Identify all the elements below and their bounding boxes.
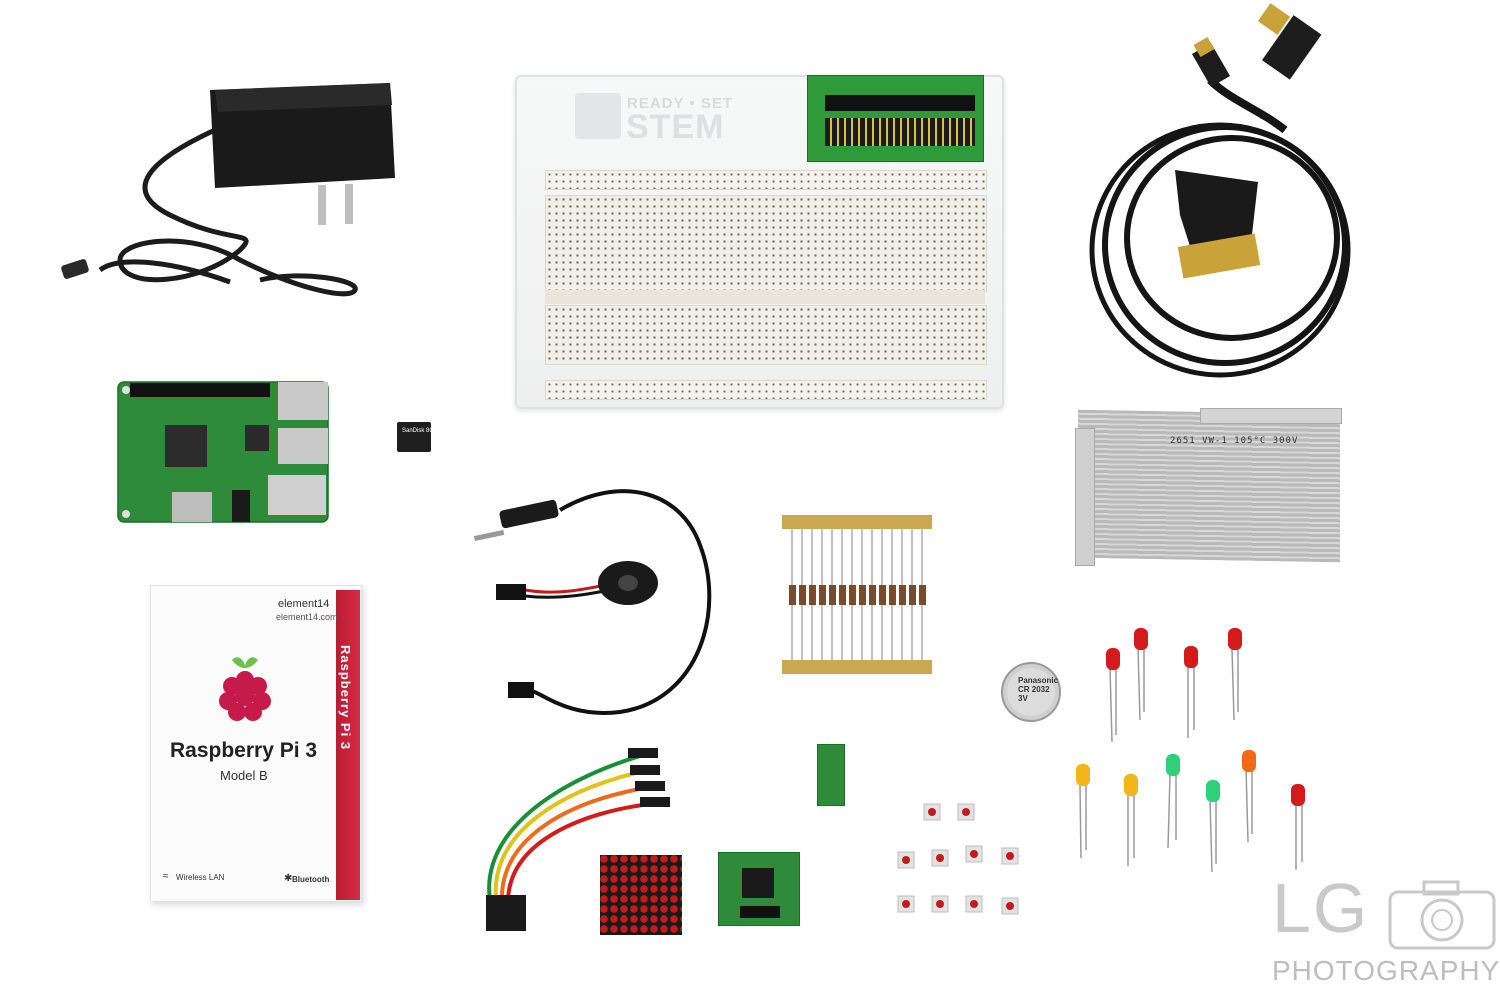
booklet-title: Raspberry Pi 3 xyxy=(170,739,318,762)
breadboard-rail-bottom xyxy=(545,380,987,400)
gpio-breakout-pins xyxy=(825,118,975,146)
booklet-bluetooth-label: Bluetooth xyxy=(292,875,330,884)
bluetooth-icon: ✱ xyxy=(284,873,293,884)
breadboard-half-top xyxy=(545,195,987,292)
stem-logo-box xyxy=(575,93,621,139)
booklet-model: Model B xyxy=(220,768,268,783)
led-driver-chip xyxy=(742,868,774,898)
ribbon-connector-top xyxy=(1200,408,1342,424)
breadboard-half-bottom xyxy=(545,305,987,365)
gpio-breakout-header xyxy=(825,95,975,111)
booklet-spine xyxy=(336,590,360,900)
booklet-spine-text: Raspberry Pi 3 xyxy=(338,645,353,751)
case-brand-top: READY • SET xyxy=(627,95,733,112)
booklet-brand-url: element14.com xyxy=(276,612,338,622)
watermark-logo-text: LG xyxy=(1272,869,1370,947)
case-brand-main: STEM xyxy=(626,108,725,146)
raspberry-pi-booklet xyxy=(150,585,362,902)
camera-watermark-icon xyxy=(1388,880,1496,950)
led-driver-header xyxy=(740,906,780,918)
breadboard-rail-top xyxy=(545,170,987,190)
watermark-photography-text: PHOTOGRAPHY xyxy=(1272,955,1500,986)
coin-cell-label: Panasonic CR 2032 3V xyxy=(1018,676,1059,703)
ribbon-cable-label: 2651 VW-1 105°C 300V xyxy=(1170,436,1299,446)
microsd-card xyxy=(397,422,431,452)
raspberry-logo-icon xyxy=(219,657,271,721)
microsd-label: SanDisk 8GB xyxy=(402,428,439,434)
breadboard-channel xyxy=(545,290,985,304)
ribbon-connector-left xyxy=(1075,428,1095,566)
booklet-brand: element14 xyxy=(278,598,330,610)
led-matrix xyxy=(600,855,682,935)
booklet-wifi-label: Wireless LAN xyxy=(176,873,225,882)
wifi-icon: ≈ xyxy=(163,871,169,882)
accelerometer-breakout xyxy=(817,744,845,806)
